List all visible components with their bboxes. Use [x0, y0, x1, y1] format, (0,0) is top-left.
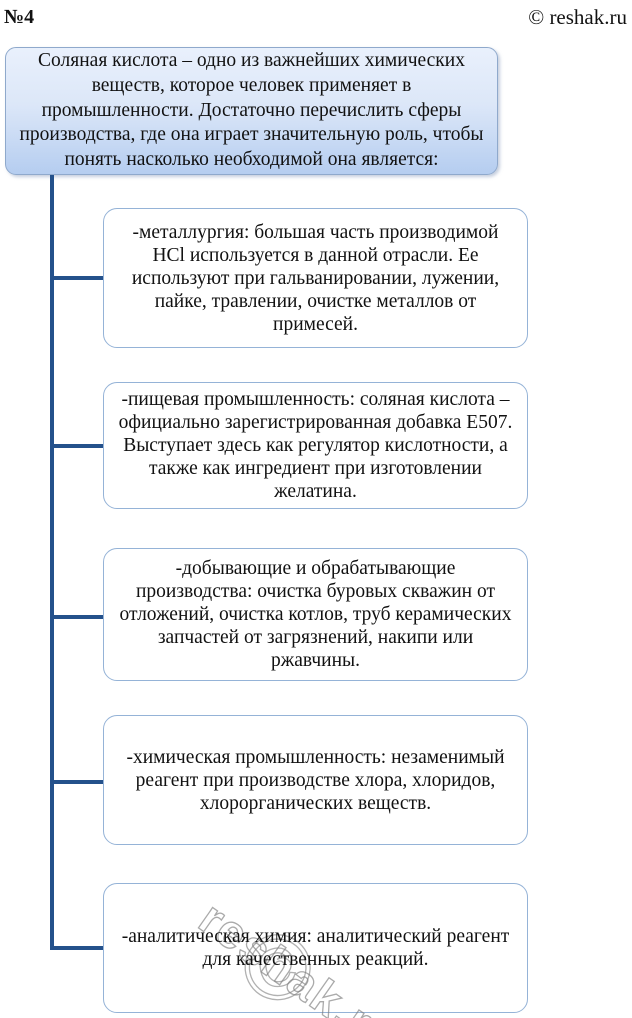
connector-horizontal-line-3 — [52, 615, 105, 619]
item-text: -металлургия: большая часть производимой… — [131, 221, 500, 335]
header-text: Соляная кислота – одно из важнейших хими… — [19, 49, 484, 171]
item-text: -пищевая промышленность: соляная кислота… — [118, 389, 513, 502]
connector-horizontal-line-5 — [52, 946, 105, 950]
item-text: -химическая промышленность: незаменимый … — [126, 746, 505, 814]
item-box-metallurgy: -металлургия: большая часть производимой… — [103, 208, 528, 348]
connector-horizontal-line-2 — [52, 444, 105, 448]
item-text: -добывающие и обрабатывающие производств… — [119, 558, 512, 671]
item-box-analytical-chemistry: -аналитическая химия: аналитический реаг… — [103, 883, 528, 1018]
item-text: -аналитическая химия: аналитический реаг… — [121, 926, 510, 970]
task-number: №4 — [4, 6, 35, 28]
connector-horizontal-line-1 — [52, 276, 105, 280]
item-box-mining-processing: -добывающие и обрабатывающие производств… — [103, 548, 528, 681]
item-box-food-industry: -пищевая промышленность: соляная кислота… — [103, 382, 528, 509]
copyright-label: © reshak.ru — [528, 5, 627, 29]
connector-vertical-line — [50, 175, 54, 950]
header-box: Соляная кислота – одно из важнейших хими… — [5, 47, 498, 175]
item-box-chemical-industry: -химическая промышленность: незаменимый … — [103, 715, 528, 845]
connector-horizontal-line-4 — [52, 780, 105, 784]
